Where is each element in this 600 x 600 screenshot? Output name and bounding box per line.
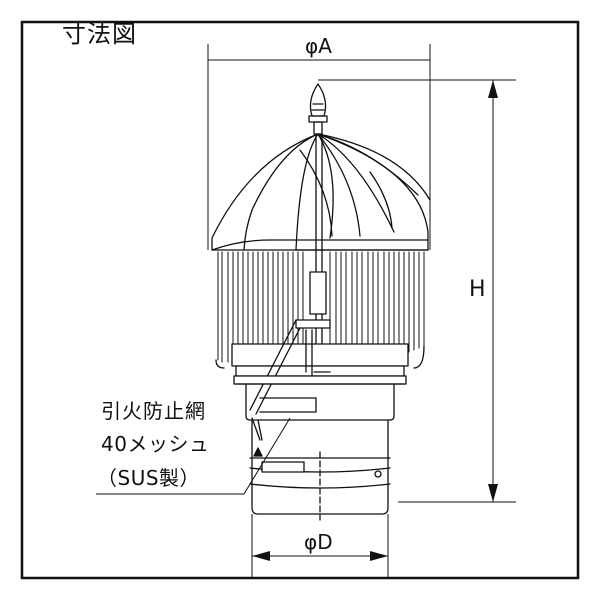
height-label: H: [469, 277, 486, 302]
bracket: [249, 319, 331, 415]
rotor-base: [215, 343, 425, 377]
collar: [233, 375, 407, 441]
finial: [308, 83, 328, 135]
vertical-slats: [217, 251, 425, 365]
flame-arrester-note-line1: 引火防止網: [101, 399, 206, 423]
note-leader: [96, 417, 291, 495]
dimension-lines: [96, 44, 516, 578]
dome-cap: [211, 133, 431, 251]
page-title: 寸法図: [62, 20, 137, 48]
top-diameter-label: φA: [305, 34, 332, 58]
ventilator-illustration: [211, 83, 431, 521]
flame-arrester-note-line3: （SUS製）: [97, 466, 201, 490]
arrowheads: [252, 80, 498, 561]
bottom-diameter-label: φD: [304, 530, 333, 554]
drawing-border: [20, 20, 580, 580]
base-cylinder: [249, 419, 391, 521]
flame-arrester-note-line2: 40メッシュ: [101, 432, 210, 456]
